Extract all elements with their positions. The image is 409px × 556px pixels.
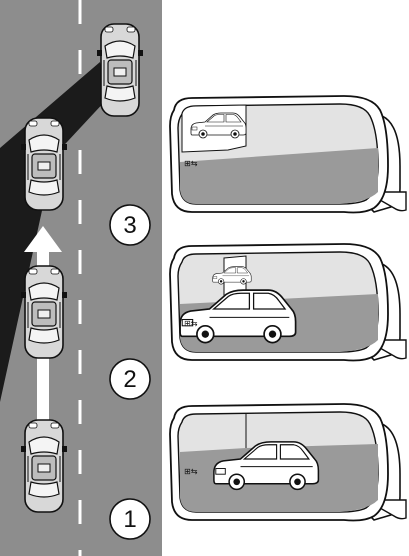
own-car-position-1: [21, 420, 67, 512]
mirror-icon: ⊞⇆: [184, 467, 198, 476]
mirror-icon: ⊞⇆: [184, 319, 198, 328]
own-car-position-2: [21, 266, 67, 358]
overtaking-car: [97, 24, 143, 116]
step-number-2: 2: [123, 366, 136, 393]
step-number-1: 1: [123, 506, 136, 533]
own-car-position-3: [21, 118, 67, 210]
step-number-3: 3: [123, 212, 136, 239]
mirror-view-3: ⊞⇆: [170, 96, 406, 213]
mirror-view-2: ⊞⇆: [170, 244, 406, 361]
step-badge-2: 2: [110, 359, 150, 399]
mirror-view-1: ⊞⇆: [170, 404, 406, 521]
mirror-icon: ⊞⇆: [184, 159, 198, 168]
step-badge-1: 1: [110, 499, 150, 539]
step-badge-3: 3: [110, 205, 150, 245]
